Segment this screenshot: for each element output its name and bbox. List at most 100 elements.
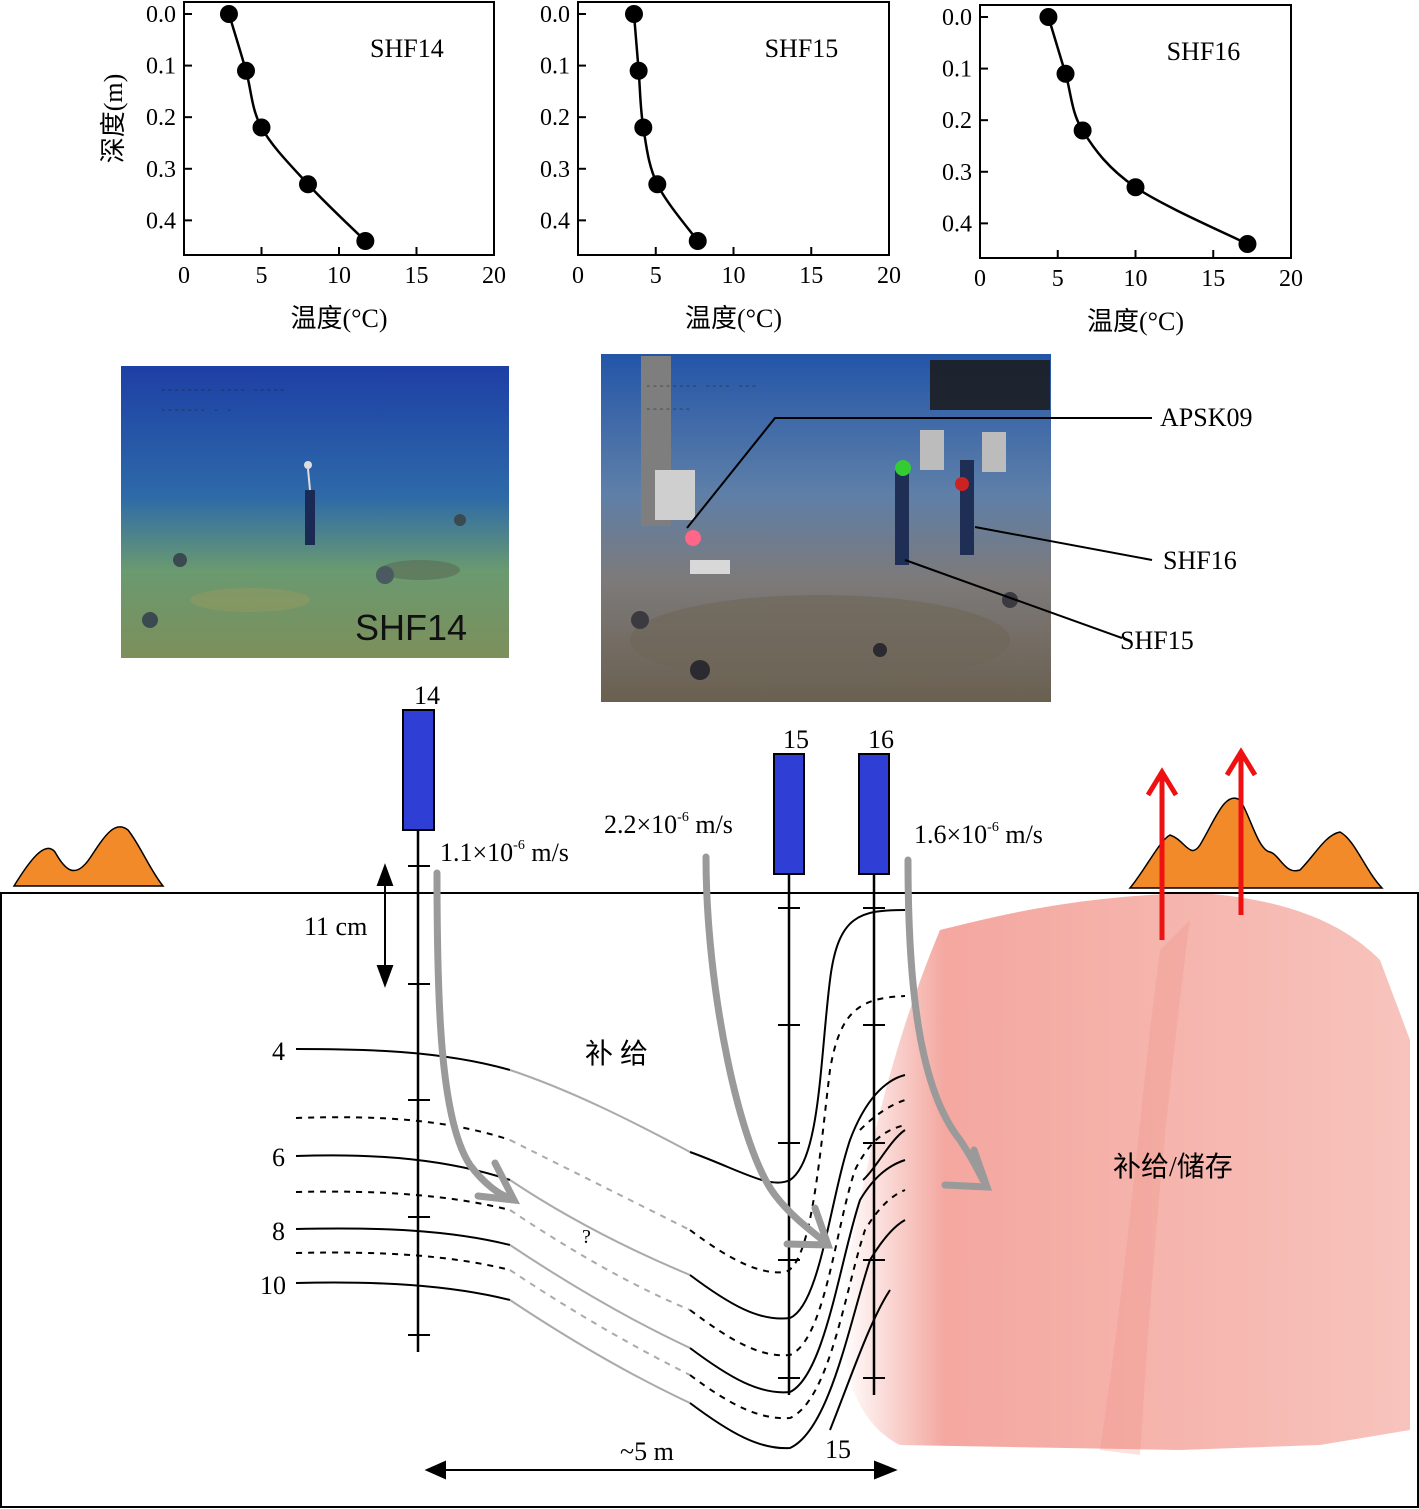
probe-14-ticks (408, 865, 430, 1336)
mound-right (1128, 797, 1384, 889)
x-tick-label: 20 (877, 263, 901, 289)
probe-16 (858, 753, 890, 875)
probe-15-ticks (778, 907, 800, 1379)
y-tick-label: 0.3 (942, 160, 972, 186)
probe-14 (402, 709, 435, 831)
probe-15 (773, 753, 805, 875)
callout-shf16: SHF16 (1163, 546, 1237, 575)
x-tick-label: 5 (256, 263, 268, 289)
mound-left (12, 826, 165, 887)
y-tick-label: 0.4 (540, 208, 570, 234)
photo-callouts (686, 417, 1153, 639)
x-tick-label: 5 (1052, 266, 1064, 292)
callout-apsk09: APSK09 (1160, 403, 1252, 432)
probe-14-label: 14 (414, 681, 440, 710)
isotherms (295, 909, 906, 1450)
photo-shf14: -------- ---- ----- ------- - - SHF14 (121, 366, 509, 658)
chart-y-label: 深度(m) (99, 74, 128, 164)
series-line (227, 13, 367, 242)
y-tick-label: 0.0 (540, 2, 570, 28)
probe-16-label: 16 (868, 725, 894, 754)
chart-station-label: SHF16 (1167, 37, 1241, 66)
isotherm-6-label: 6 (272, 1143, 285, 1172)
svg-text:-------- ---- ---: -------- ---- --- (645, 381, 757, 393)
scale-bar-label: 11 cm (304, 912, 367, 941)
svg-text:-------- ---- -----: -------- ---- ----- (160, 385, 285, 397)
isotherm-15-label: 15 (825, 1435, 851, 1464)
y-tick-label: 0.0 (942, 5, 972, 31)
chart-x-label: 温度(°C) (685, 304, 782, 333)
chart-x-label: 温度(°C) (1087, 307, 1184, 336)
x-tick-label: 20 (1279, 266, 1303, 292)
distance-label: ~5 m (620, 1437, 674, 1466)
svg-text:-------: ------- (645, 404, 691, 416)
data-point (1073, 121, 1092, 140)
x-tick-label: 0 (178, 263, 190, 289)
svg-text:------- - -: ------- - - (160, 405, 233, 417)
data-point (237, 61, 255, 80)
isotherm-10-label: 10 (260, 1271, 286, 1300)
data-point (648, 175, 667, 194)
x-tick-label: 5 (650, 263, 662, 289)
recharge-storage-label: 补给/储存 (1113, 1151, 1233, 1183)
data-point (1056, 64, 1075, 83)
photo-label-shf14: SHF14 (355, 607, 467, 648)
warm-storage-zone (842, 893, 1410, 1450)
x-tick-label: 20 (482, 263, 506, 289)
y-tick-label: 0.3 (146, 157, 176, 183)
photo-apsk09: -------- ---- --- ------- (601, 354, 1051, 702)
question-mark: ? (582, 1226, 591, 1248)
distance-bar (424, 1460, 898, 1480)
data-point (688, 232, 707, 250)
chart-station-label: SHF15 (765, 34, 839, 63)
data-point (624, 5, 643, 23)
data-point (629, 61, 648, 80)
data-point (252, 118, 271, 137)
y-tick-label: 0.4 (942, 211, 972, 237)
chart-station-label: SHF14 (370, 34, 444, 63)
x-tick-label: 15 (405, 263, 429, 289)
data-point (356, 232, 375, 250)
y-tick-label: 0.2 (942, 108, 972, 134)
y-tick-label: 0.1 (540, 54, 570, 80)
chart-frame (577, 1, 890, 256)
data-point (219, 5, 238, 23)
callout-shf15: SHF15 (1120, 626, 1194, 655)
x-tick-label: 0 (572, 263, 584, 289)
flux-15-label: 2.2×10-6 m/s (604, 810, 733, 839)
cross-section: 11 cm ~5 m 14 15 16 1.1×10-6 m/s 2.2×10-… (0, 681, 1419, 1508)
flow-arrows (433, 853, 993, 1249)
x-tick-label: 10 (1124, 266, 1148, 292)
chart-frame (979, 4, 1292, 259)
isotherm-8-label: 8 (272, 1217, 285, 1246)
x-tick-label: 15 (799, 263, 823, 289)
data-point (1039, 8, 1058, 26)
chart-shf16: 0 5 10 15 20 0.0 0.1 0.2 0.3 0.4 SHF16 温度(°C) (942, 4, 1303, 336)
isotherm-4-label: 4 (272, 1037, 285, 1066)
y-tick-label: 0.3 (540, 157, 570, 183)
x-tick-label: 10 (722, 263, 746, 289)
probe-15-label: 15 (783, 725, 809, 754)
y-tick-label: 0.2 (146, 105, 176, 131)
x-tick-label: 15 (1201, 266, 1225, 292)
y-tick-label: 0.1 (942, 57, 972, 83)
probe-16-ticks (863, 907, 885, 1379)
series-line (1047, 16, 1249, 246)
flux-16-label: 1.6×10-6 m/s (914, 820, 1043, 849)
y-tick-label: 0.0 (146, 2, 176, 28)
data-point (1238, 235, 1257, 253)
data-point (299, 175, 317, 194)
x-tick-label: 0 (974, 266, 986, 292)
flux-14-label: 1.1×10-6 m/s (440, 838, 569, 867)
probe-icon (305, 490, 315, 545)
x-tick-label: 10 (327, 263, 351, 289)
scale-bar-11cm (376, 863, 394, 988)
recharge-label: 补 给 (585, 1038, 648, 1070)
vent-arrows (1145, 747, 1258, 940)
y-tick-label: 0.4 (146, 208, 176, 234)
data-point (1126, 178, 1145, 197)
y-tick-label: 0.1 (146, 54, 176, 80)
y-tick-label: 0.2 (540, 105, 570, 131)
